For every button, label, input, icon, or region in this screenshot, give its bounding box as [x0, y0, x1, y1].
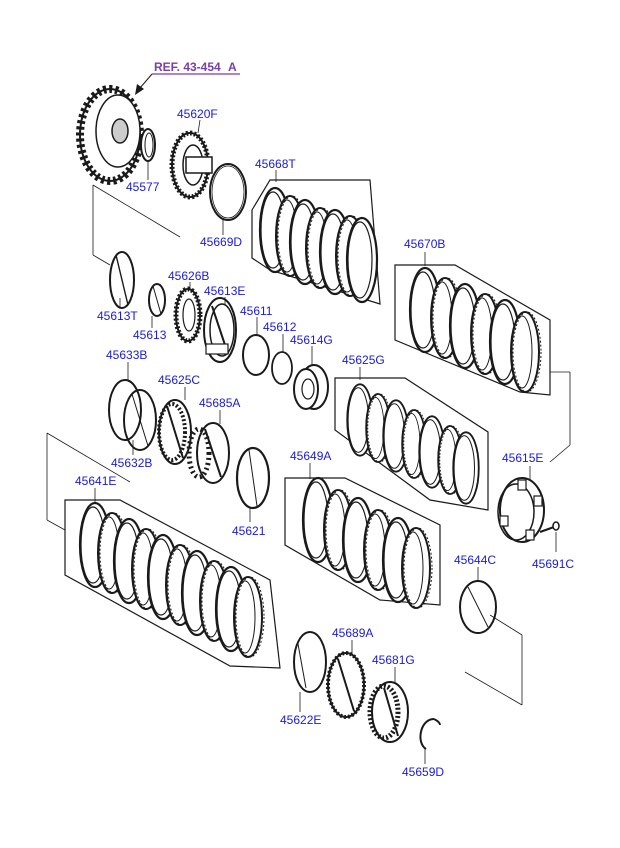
connector-45670B-to-45615E [549, 444, 571, 463]
label-45621[interactable]: 45621 [232, 524, 266, 538]
label-45668T[interactable]: 45668T [255, 157, 296, 171]
part-45620F-sun-gear[interactable] [172, 133, 213, 197]
label-45649A[interactable]: 45649A [290, 449, 331, 463]
label-45611[interactable]: 45611 [240, 304, 273, 318]
label-45577[interactable]: 45577 [126, 180, 160, 194]
part-45633B-snap-ring[interactable] [108, 379, 142, 441]
part-45689A-clutch-hub[interactable] [326, 651, 366, 719]
label-45644C[interactable]: 45644C [454, 553, 496, 567]
label-45625G[interactable]: 45625G [342, 353, 385, 367]
part-45611-seal-ring[interactable] [242, 334, 270, 376]
part-45625G-clutch-disc-pack[interactable] [334, 377, 489, 511]
label-45659D[interactable]: 45659D [402, 765, 444, 779]
bracket-lines-upper-left [92, 184, 181, 266]
reference-arrowhead [135, 84, 144, 95]
part-45625C-retainer[interactable] [157, 399, 192, 465]
part-45622E-snap-ring[interactable] [293, 631, 327, 693]
part-45577-thrust-ring[interactable] [140, 128, 156, 162]
part-45681G-one-way-clutch[interactable] [367, 681, 409, 743]
label-45622E[interactable]: 45622E [280, 713, 321, 727]
reference-text: REF. 43-454 [154, 60, 221, 74]
part-45670B-clutch-disc-pack[interactable] [394, 264, 551, 396]
bracket-lines-right [464, 614, 523, 706]
label-45625C[interactable]: 45625C [158, 373, 200, 387]
part-45626B-bearing[interactable] [173, 286, 203, 344]
pack-frame-45625G [334, 377, 489, 511]
part-45614G-piston[interactable] [293, 364, 329, 410]
label-45681G[interactable]: 45681G [372, 653, 415, 667]
pack-frame-45641E [64, 499, 281, 669]
part-45613E-hub[interactable] [203, 297, 237, 363]
part-labels: 45577 45620F 45668T 45669D 45670B 45626B… [75, 107, 574, 779]
leader-45620F [197, 119, 201, 134]
bracket-lines-lower-left [46, 432, 131, 531]
label-45626B[interactable]: 45626B [168, 269, 209, 283]
label-45620F[interactable]: 45620F [177, 107, 218, 121]
label-45632B[interactable]: 45632B [111, 456, 152, 470]
label-45633B[interactable]: 45633B [106, 348, 147, 362]
label-45691C[interactable]: 45691C [532, 557, 574, 571]
label-45670B[interactable]: 45670B [404, 237, 445, 251]
label-45685A[interactable]: 45685A [199, 396, 240, 410]
label-45614G[interactable]: 45614G [290, 333, 333, 347]
part-45649A-clutch-disc-pack[interactable] [284, 476, 441, 609]
label-45689A[interactable]: 45689A [332, 626, 373, 640]
label-45613T[interactable]: 45613T [97, 309, 138, 323]
label-45615E[interactable]: 45615E [502, 451, 543, 465]
reference-callout[interactable]: REF. 43-454 A [135, 60, 240, 95]
part-45669D-snap-ring[interactable] [209, 163, 247, 221]
reference-leader [139, 73, 153, 89]
part-45632B-ring[interactable] [123, 389, 157, 451]
label-45612[interactable]: 45612 [263, 320, 297, 334]
part-45659D-snap-ring[interactable] [419, 718, 441, 750]
label-45613E[interactable]: 45613E [204, 284, 245, 298]
label-45641E[interactable]: 45641E [75, 474, 116, 488]
part-45668T-clutch-disc-pack[interactable] [251, 179, 381, 305]
label-45613[interactable]: 45613 [133, 328, 167, 342]
part-45685A-spring-retainer[interactable] [186, 422, 230, 484]
part-45613-ring[interactable] [148, 283, 166, 317]
part-45691C-bolt[interactable] [539, 521, 560, 533]
reference-mark: A [228, 60, 237, 74]
part-45621-snap-ring[interactable] [235, 446, 271, 510]
pack-frame-45670B [394, 264, 551, 396]
part-45612-seal-ring[interactable] [271, 351, 293, 385]
label-45669D[interactable]: 45669D [200, 235, 242, 249]
part-45641E-clutch-disc-pack[interactable] [64, 499, 281, 669]
pack-frame-45649A [284, 477, 441, 606]
part-45615E-reaction-shell[interactable] [497, 477, 545, 543]
part-45613T-snap-ring[interactable] [109, 251, 135, 309]
part-45644C-snap-ring[interactable] [459, 580, 497, 634]
gear-drum-assembly [76, 85, 144, 185]
